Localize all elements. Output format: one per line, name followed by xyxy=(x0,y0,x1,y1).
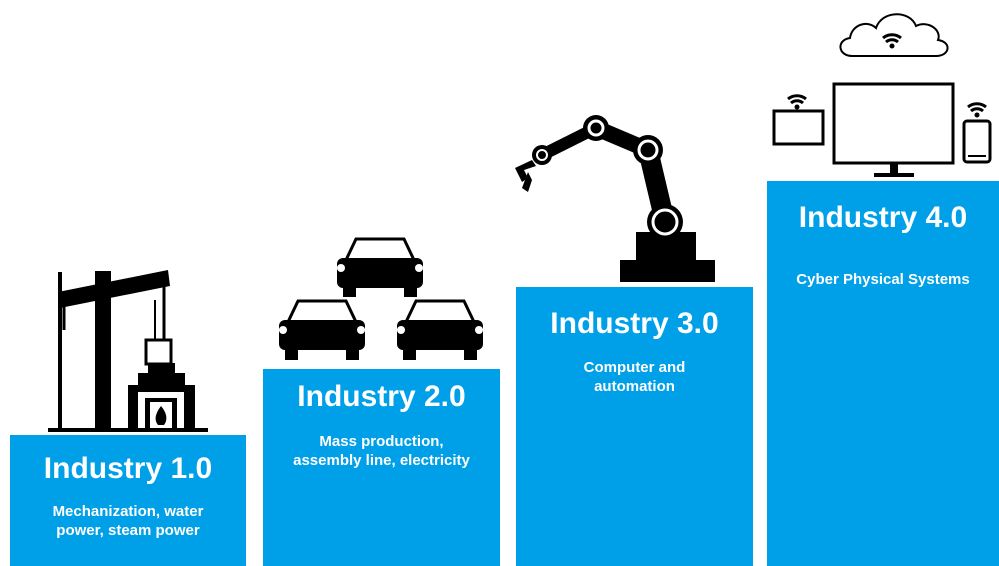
description-line: Computer and xyxy=(583,359,686,376)
wifi-icon xyxy=(787,94,807,110)
industry-2-step: Industry 2.0 Mass production, assembly l… xyxy=(263,369,500,566)
step-description: Computer and automation xyxy=(516,358,753,396)
step-title: Industry 4.0 xyxy=(798,201,968,234)
cars-assembly-icon xyxy=(279,237,483,360)
description-line: power, steam power xyxy=(56,522,200,539)
connected-devices-cloud-icon xyxy=(772,13,992,177)
industry-3-step: Industry 3.0 Computer and automation xyxy=(516,287,753,566)
step-description: Mechanization, water power, steam power xyxy=(10,502,246,540)
wifi-icon xyxy=(882,33,902,49)
step-title: Industry 2.0 xyxy=(297,380,466,413)
description-line: automation xyxy=(594,378,675,395)
step-description: Mass production, assembly line, electric… xyxy=(263,432,500,470)
description-line: Mass production, xyxy=(319,433,444,450)
phone-icon xyxy=(962,119,992,164)
steam-engine-icon xyxy=(48,270,208,432)
step-description: Cyber Physical Systems xyxy=(767,270,999,289)
industry-4-step: Industry 4.0 Cyber Physical Systems xyxy=(767,181,999,566)
description-line: Mechanization, water xyxy=(52,503,204,520)
description-line: assembly line, electricity xyxy=(293,452,470,469)
description-line: Cyber Physical Systems xyxy=(796,271,970,288)
tablet-icon xyxy=(772,109,825,146)
step-title: Industry 3.0 xyxy=(550,307,719,340)
industry-1-step: Industry 1.0 Mechanization, water power,… xyxy=(10,435,246,566)
robot-arm-icon xyxy=(515,115,715,282)
wifi-icon xyxy=(967,102,987,118)
step-title: Industry 1.0 xyxy=(43,452,213,485)
monitor-icon xyxy=(832,82,955,165)
